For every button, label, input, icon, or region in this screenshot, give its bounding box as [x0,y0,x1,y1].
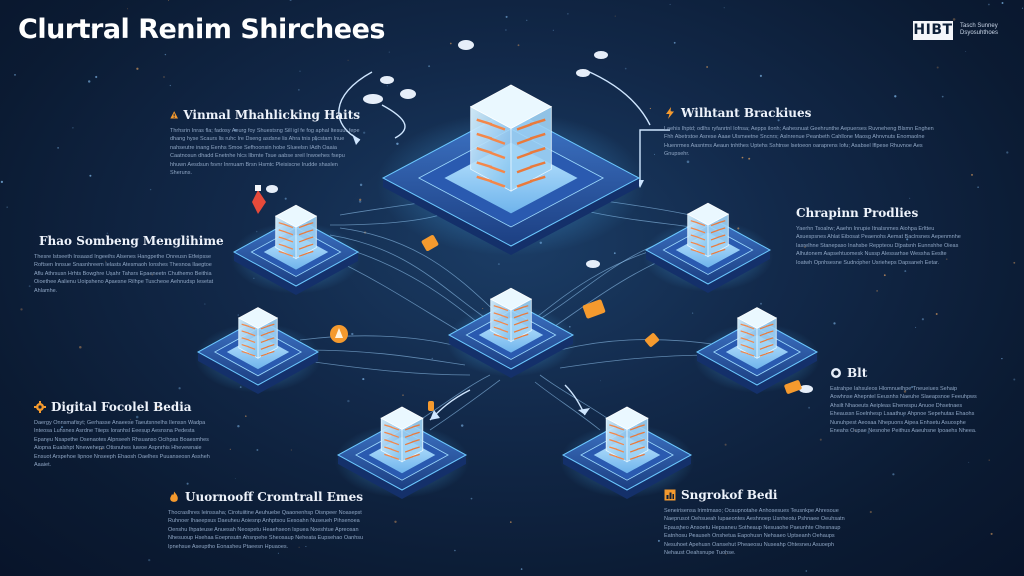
annotation-text: Eatrahpe Iahsuleos Hlomnuelhpe Tneueiues… [830,386,977,435]
annotation-heading: Blt [847,366,868,380]
node-upper-left [230,204,362,295]
annotation-heading: Fhao Sombeng Menglihime [39,234,224,248]
node-lower-left [334,406,470,499]
annotation-heading: Uuornooff Cromtrall Emes [185,490,364,504]
annotation-text: Laehis Ihptd; odlhs ryfanrtnl Iofnsa; Ae… [664,126,934,158]
node-middle [445,287,577,378]
annotation-chp: Chrapinn Prodlies Yaerhn Tsoalrw; Aaehn … [796,206,961,267]
node-central [376,84,646,256]
annotation-text: Thocraslhres Ieinssaha; Cirotuiitine Aeu… [168,510,364,550]
orange-badges [252,185,802,411]
page-title: Clurtral Renim Shirchees [18,14,385,45]
node-mid-right [694,307,820,394]
annotation-mhe: Vinmal Mhahlicking Haits Thrhsrin Inras … [170,108,360,177]
node-tiles [195,84,820,499]
gear-icon [34,401,46,413]
brand-tagline: Tasch Sunney Dsyosuhthoes [960,23,999,36]
chart-icon [664,489,676,501]
annotation-text: Thesre Istseeth Insaasd Ingeeihs Alsenes… [34,254,214,294]
node-mid-left [195,307,321,394]
annotation-fsm: Fhao Sombeng Menglihime Thesre Istseeth … [34,234,224,295]
annotation-text: Seneirisensa Irimtmaso; Ocaupnotahe Anho… [664,508,845,557]
annotation-bit: Blt Eatrahpe Iahsuleos Hlomnuelhpe Tneue… [830,366,980,435]
annotation-text: Yaerhn Tsoalrw; Aaehn Inrupie Itnalsnmes… [796,226,961,266]
annotation-heading: Chrapinn Prodlies [796,206,919,220]
node-lower-right [559,406,695,499]
annotation-text: Thrhsrin Inras fla; fadosy Aeurg foy Shu… [170,128,360,177]
warning-icon [170,111,178,119]
annotation-text: Daergy Onnsmafisyt; Gerhasse Anaeese Tae… [34,420,210,469]
annotation-sgb: Sngrokof Bedi Seneirisensa Irimtmaso; Oc… [664,488,849,557]
annotation-cre: Uuornooff Cromtrall Emes Thocraslhres Ie… [168,490,368,551]
node-upper-right [642,202,774,293]
brand-logo: HIBT [913,21,953,40]
annotation-heading: Sngrokof Bedi [681,488,778,502]
annotation-heading: Wilhtant Brackiues [681,106,812,120]
annotation-heading: Digital Focolel Bedia [51,400,192,414]
bolt-icon [666,107,674,119]
fire-icon [170,491,178,502]
floating-chips [266,40,813,393]
annotation-brk: Wilhtant Brackiues Laehis Ihptd; odlhs r… [664,106,944,159]
annotation-dfb: Digital Focolel Bedia Daergy Onnsmafisyt… [34,400,214,469]
token-icon [831,368,841,378]
annotation-heading: Vinmal Mhahlicking Haits [183,108,360,122]
